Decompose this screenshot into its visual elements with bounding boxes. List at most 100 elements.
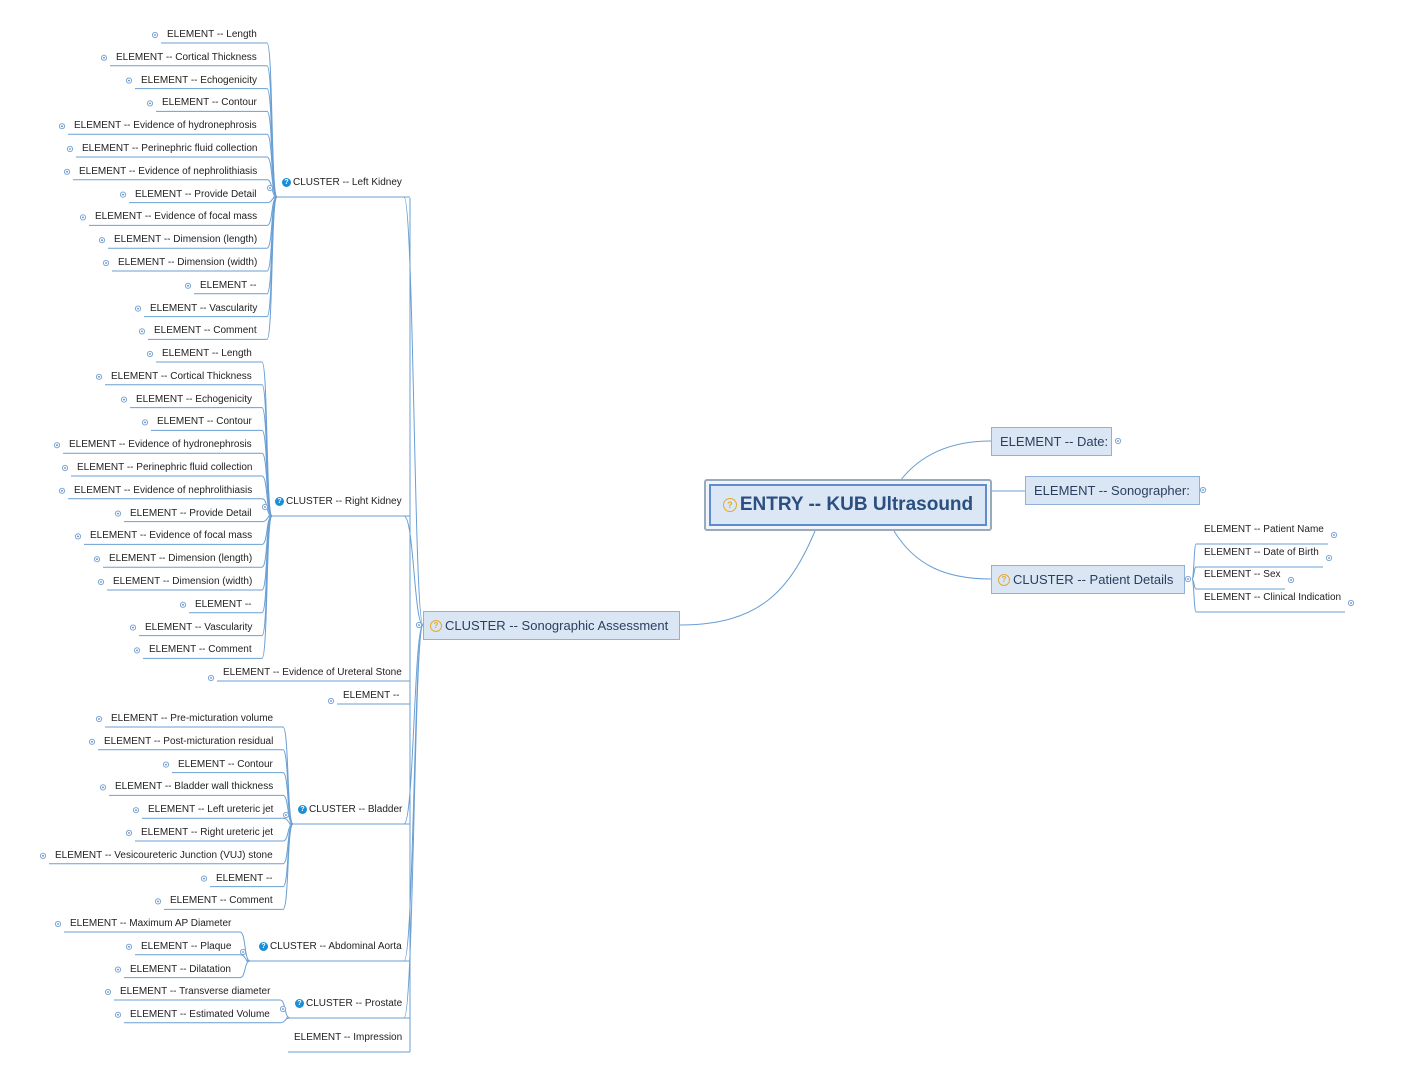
patient-details-item[interactable]: ELEMENT -- Date of Birth: [1204, 547, 1319, 559]
patient-details-item-label: ELEMENT -- Clinical Indication: [1204, 592, 1342, 603]
connector: [282, 794, 294, 825]
bladder-item-label: ELEMENT -- Vesicoureteric Junction (VUJ)…: [55, 849, 273, 861]
aorta-item-label: ELEMENT -- Maximum AP Diameter: [70, 918, 232, 929]
left-kidney-cluster[interactable]: ?CLUSTER -- Left Kidney: [282, 177, 402, 189]
bladder-item[interactable]: ELEMENT -- Comment: [170, 895, 273, 907]
expand-icon-dot: [1328, 557, 1330, 559]
bladder-item[interactable]: ELEMENT -- Bladder wall thickness: [115, 781, 273, 793]
left-kidney-item[interactable]: ELEMENT -- Evidence of nephrolithiasis: [79, 166, 257, 178]
right-kidney-item[interactable]: ELEMENT -- Vascularity: [145, 622, 252, 634]
patient-details-item[interactable]: ELEMENT -- Patient Name: [1204, 524, 1324, 536]
left-kidney-item[interactable]: ELEMENT -- Echogenicity: [141, 75, 257, 87]
left-kidney-item[interactable]: ELEMENT -- Contour: [162, 97, 257, 109]
bladder-cluster[interactable]: ?CLUSTER -- Bladder: [298, 804, 402, 816]
expand-icon-dot: [136, 649, 138, 652]
patient-details-item[interactable]: ELEMENT -- Sex: [1204, 569, 1281, 581]
left-kidney-item[interactable]: ELEMENT -- Cortical Thickness: [116, 52, 257, 64]
expand-icon-dot: [102, 786, 104, 789]
bladder-item-label: ELEMENT -- Comment: [170, 895, 273, 907]
expand-icon-dot: [117, 1013, 119, 1016]
bladder-item-label: ELEMENT -- Pre-micturation volume: [111, 713, 274, 724]
expand-icon-dot: [418, 624, 420, 626]
left-kidney-item-label: ELEMENT -- Comment: [154, 325, 257, 337]
right-kidney-item[interactable]: ELEMENT -- Contour: [157, 416, 252, 428]
right-kidney-item[interactable]: ELEMENT --: [195, 599, 252, 611]
right-kidney-item[interactable]: ELEMENT -- Comment: [149, 644, 252, 656]
aorta-cluster[interactable]: ?CLUSTER -- Abdominal Aorta: [259, 941, 402, 953]
sonographic-assessment-node[interactable]: ? CLUSTER -- Sonographic Assessment: [423, 611, 680, 640]
bladder-item[interactable]: ELEMENT -- Pre-micturation volume: [111, 713, 273, 725]
expand-icon-dot: [187, 284, 189, 287]
patient-details-item[interactable]: ELEMENT -- Clinical Indication: [1204, 592, 1341, 604]
expand-icon-dot: [98, 718, 100, 720]
bladder-item[interactable]: ELEMENT -- Contour: [178, 759, 273, 771]
bladder-item-label: ELEMENT --: [216, 872, 273, 884]
aorta-item[interactable]: ELEMENT -- Maximum AP Diameter: [70, 918, 231, 930]
left-kidney-item[interactable]: ELEMENT -- Vascularity: [150, 303, 257, 315]
expand-icon-dot: [157, 900, 159, 903]
expand-icon-dot: [77, 535, 79, 538]
prostate-item[interactable]: ELEMENT -- Estimated Volume: [130, 1009, 270, 1021]
right-kidney-item[interactable]: ELEMENT -- Evidence of nephrolithiasis: [74, 485, 252, 497]
left-kidney-item[interactable]: ELEMENT -- Dimension (length): [114, 234, 257, 246]
bladder-item[interactable]: ELEMENT -- Post-micturation residual: [104, 736, 273, 748]
expand-icon-dot: [105, 262, 107, 264]
patient-details-node[interactable]: ? CLUSTER -- Patient Details: [991, 565, 1185, 594]
bladder-item-label: ELEMENT -- Bladder wall thickness: [115, 781, 274, 793]
prostate-cluster[interactable]: ?CLUSTER -- Prostate: [295, 998, 402, 1010]
connector: [403, 624, 424, 962]
right-kidney-cluster[interactable]: ?CLUSTER -- Right Kidney: [275, 496, 402, 508]
left-kidney-item[interactable]: ELEMENT -- Evidence of hydronephrosis: [74, 120, 257, 132]
element-blank-item[interactable]: ELEMENT --: [343, 690, 400, 702]
ureteral-stone-item[interactable]: ELEMENT -- Evidence of Ureteral Stone: [223, 667, 402, 679]
right-kidney-item[interactable]: ELEMENT -- Dimension (length): [109, 553, 252, 565]
right-kidney-item[interactable]: ELEMENT -- Echogenicity: [136, 394, 252, 406]
expand-icon-dot: [1202, 489, 1204, 491]
left-kidney-item[interactable]: ELEMENT --: [200, 280, 257, 292]
bladder-item[interactable]: ELEMENT -- Left ureteric jet: [148, 804, 273, 816]
left-kidney-item[interactable]: ELEMENT -- Length: [167, 29, 257, 41]
expand-icon-dot: [91, 740, 93, 743]
expand-icon-dot: [98, 375, 100, 378]
right-kidney-item[interactable]: ELEMENT -- Evidence of hydronephrosis: [69, 439, 252, 451]
impression-item-label: ELEMENT -- Impression: [294, 1032, 403, 1043]
left-kidney-item[interactable]: ELEMENT -- Comment: [154, 325, 257, 337]
patient-details-item-label: ELEMENT -- Patient Name: [1204, 524, 1324, 535]
bladder-item[interactable]: ELEMENT -- Vesicoureteric Junction (VUJ)…: [55, 850, 273, 862]
impression-item[interactable]: ELEMENT -- Impression: [294, 1032, 402, 1044]
left-kidney-item-label: ELEMENT -- Dimension (length): [114, 234, 258, 246]
expand-icon-dot: [1290, 579, 1292, 581]
right-kidney-item[interactable]: ELEMENT -- Cortical Thickness: [111, 371, 252, 383]
right-kidney-item[interactable]: ELEMENT -- Perinephric fluid collection: [77, 462, 252, 474]
expand-icon-dot: [1117, 440, 1119, 442]
connector: [403, 196, 424, 626]
expand-icon-dot: [61, 125, 63, 128]
right-kidney-item[interactable]: ELEMENT -- Provide Detail: [130, 508, 252, 520]
left-kidney-item[interactable]: ELEMENT -- Evidence of focal mass: [95, 211, 257, 223]
expand-icon-dot: [154, 34, 156, 36]
right-kidney-item-label: ELEMENT -- Contour: [157, 416, 252, 428]
connector: [239, 931, 251, 962]
expand-icon-dot: [149, 102, 151, 105]
bladder-item[interactable]: ELEMENT -- Right ureteric jet: [141, 827, 273, 839]
sonographer-node[interactable]: ELEMENT -- Sonographer:: [1025, 476, 1200, 505]
right-kidney-item[interactable]: ELEMENT -- Length: [162, 348, 252, 360]
bladder-item[interactable]: ELEMENT --: [216, 873, 273, 885]
right-kidney-item-label: ELEMENT -- Vascularity: [145, 621, 253, 633]
root-node[interactable]: ? ENTRY -- KUB Ultrasound: [704, 479, 992, 531]
left-kidney-item[interactable]: ELEMENT -- Dimension (width): [118, 257, 257, 269]
aorta-item[interactable]: ELEMENT -- Dilatation: [130, 964, 231, 976]
right-kidney-item[interactable]: ELEMENT -- Dimension (width): [113, 576, 252, 588]
connector: [261, 515, 273, 659]
date-node[interactable]: ELEMENT -- Date:: [991, 427, 1112, 456]
left-kidney-item[interactable]: ELEMENT -- Perinephric fluid collection: [82, 143, 257, 155]
prostate-item[interactable]: ELEMENT -- Transverse diameter: [120, 986, 270, 998]
question-icon: ?: [259, 941, 268, 951]
connector: [261, 475, 273, 517]
right-kidney-item-label: ELEMENT -- Evidence of nephrolithiasis: [74, 484, 253, 496]
bladder-item-label: ELEMENT -- Left ureteric jet: [148, 804, 274, 816]
aorta-item[interactable]: ELEMENT -- Plaque: [141, 941, 231, 953]
right-kidney-item[interactable]: ELEMENT -- Evidence of focal mass: [90, 530, 252, 542]
expand-icon-dot: [61, 489, 63, 492]
left-kidney-item[interactable]: ELEMENT -- Provide Detail: [135, 189, 257, 201]
